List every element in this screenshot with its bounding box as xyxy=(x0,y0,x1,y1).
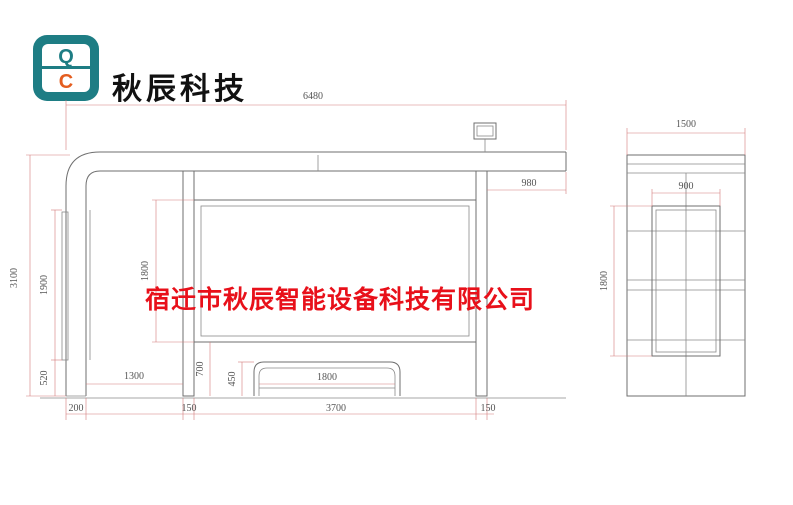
dim-total-length: 6480 xyxy=(303,91,323,102)
dim-roof-overhang: 980 xyxy=(522,178,537,189)
side-panel-outer xyxy=(651,205,721,357)
dim-pole-right: 150 xyxy=(481,403,496,414)
dim-side-width: 1500 xyxy=(676,119,696,130)
dim-panel-height-left: 1900 xyxy=(39,275,50,295)
bench-outer xyxy=(253,361,401,396)
front-elevation xyxy=(40,122,567,399)
dim-side-panel-width: 900 xyxy=(679,181,694,192)
dim-side-panel-height: 1800 xyxy=(599,271,610,291)
dim-ground-clearance: 520 xyxy=(39,371,50,386)
dim-total-height: 3100 xyxy=(9,268,20,288)
bench-inner xyxy=(258,367,396,396)
dim-bench-height: 700 xyxy=(195,362,206,377)
front-dimensions: 6480 980 3100 1900 520 1800 xyxy=(9,91,567,420)
ad-panel-outer xyxy=(193,199,477,343)
logo-letter-c: C xyxy=(59,71,73,93)
side-panel-left xyxy=(61,211,69,361)
side-dimensions: 1500 900 1800 xyxy=(599,119,746,357)
ad-panel-inner xyxy=(200,205,470,337)
dim-span: 3700 xyxy=(326,403,346,414)
logo-divider xyxy=(42,66,90,69)
side-panel-inner xyxy=(655,209,717,353)
dim-pole-left: 150 xyxy=(182,403,197,414)
company-logo: Q C xyxy=(33,35,99,101)
display-screen-inner xyxy=(476,125,494,137)
brand-name: 秋辰科技 xyxy=(112,72,248,107)
dim-bench-gap: 1300 xyxy=(124,371,144,382)
dim-seat-length: 1800 xyxy=(317,372,337,383)
dim-pole-offset: 200 xyxy=(69,403,84,414)
side-elevation xyxy=(626,154,746,397)
dim-panel-height: 1800 xyxy=(140,261,151,281)
dim-seat-height: 450 xyxy=(227,372,238,387)
roof-beam-inner xyxy=(85,170,566,396)
roof-beam-outer xyxy=(65,151,566,396)
logo-letter-q: Q xyxy=(58,46,74,68)
company-watermark: 宿迁市秋辰智能设备科技有限公司 xyxy=(145,285,536,314)
